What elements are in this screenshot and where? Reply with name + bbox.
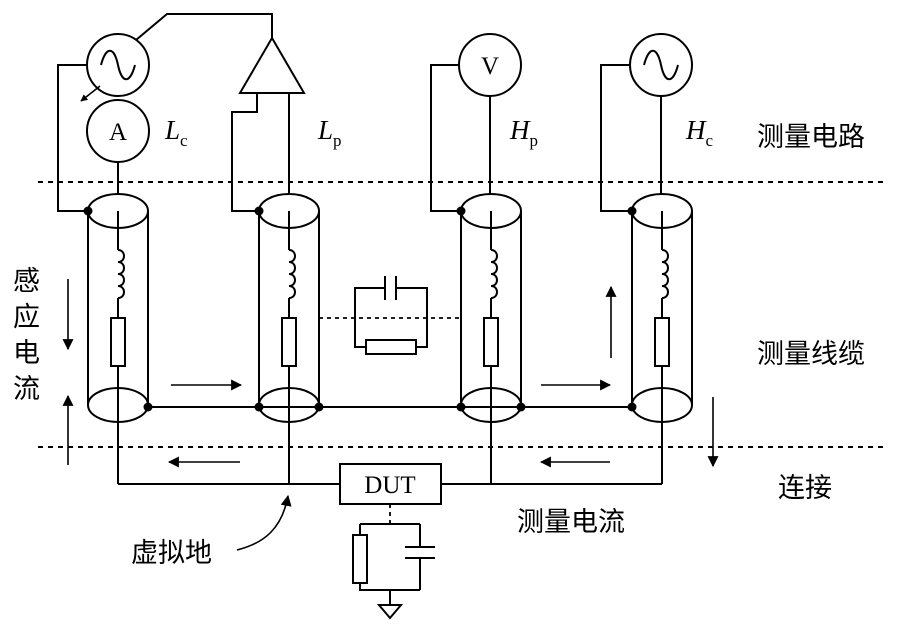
ammeter-symbol: A bbox=[109, 119, 127, 146]
resistor-icon bbox=[483, 317, 499, 367]
svg-text:应: 应 bbox=[13, 302, 40, 333]
cable-coupling-element bbox=[319, 276, 461, 355]
dut-ground-network bbox=[352, 504, 435, 620]
svg-text:电: 电 bbox=[13, 338, 40, 369]
cable-lc bbox=[83, 193, 153, 484]
lp-shield-wire bbox=[231, 93, 259, 212]
ac-source-lc-side bbox=[86, 33, 150, 97]
sine-wave-icon bbox=[100, 49, 136, 81]
terminal-label-lc: Lc bbox=[164, 115, 188, 150]
amplifier bbox=[238, 36, 306, 94]
inductor-icon bbox=[661, 249, 669, 299]
induced-current-label: 感 应 电 流 bbox=[13, 266, 40, 405]
dut-label: DUT bbox=[364, 472, 415, 499]
voltmeter-symbol: V bbox=[481, 53, 499, 80]
lc-shield-wire bbox=[57, 64, 88, 212]
voltmeter: V bbox=[458, 33, 522, 97]
virtual-ground-arrow bbox=[236, 494, 292, 551]
resistor-icon bbox=[281, 317, 297, 367]
terminal-label-hp: Hp bbox=[509, 115, 538, 150]
section-label-connection: 连接 bbox=[778, 473, 832, 504]
svg-text:感: 感 bbox=[13, 266, 40, 297]
cable-hc bbox=[627, 193, 693, 484]
cable-hp bbox=[456, 193, 526, 484]
inductor-icon bbox=[490, 249, 498, 299]
sine-wave-icon bbox=[643, 49, 679, 81]
dut-box: DUT bbox=[339, 463, 442, 505]
ground-icon bbox=[376, 604, 404, 620]
virtual-ground-label: 虚拟地 bbox=[131, 538, 212, 569]
resistor-icon bbox=[110, 317, 126, 367]
measurement-current-label: 测量电流 bbox=[517, 507, 625, 538]
inductor-icon bbox=[288, 249, 296, 299]
section-label-circuit: 测量电路 bbox=[757, 122, 865, 153]
svg-text:流: 流 bbox=[13, 374, 40, 405]
resistor-icon bbox=[365, 339, 417, 355]
terminal-label-lp: Lp bbox=[317, 115, 342, 150]
ac-source-hc-side bbox=[629, 33, 693, 97]
cable-lp bbox=[254, 193, 324, 484]
hp-shield-wire bbox=[430, 64, 461, 212]
source-to-amplifier-wire bbox=[135, 13, 273, 41]
ammeter: A bbox=[86, 99, 150, 163]
resistor-icon bbox=[654, 317, 670, 367]
section-label-cables: 测量线缆 bbox=[757, 339, 865, 370]
source-to-ammeter-arrow bbox=[80, 85, 101, 102]
inductor-icon bbox=[117, 249, 125, 299]
resistor-icon bbox=[352, 534, 368, 584]
hc-shield-wire bbox=[600, 64, 632, 212]
terminal-label-hc: Hc bbox=[685, 115, 714, 150]
